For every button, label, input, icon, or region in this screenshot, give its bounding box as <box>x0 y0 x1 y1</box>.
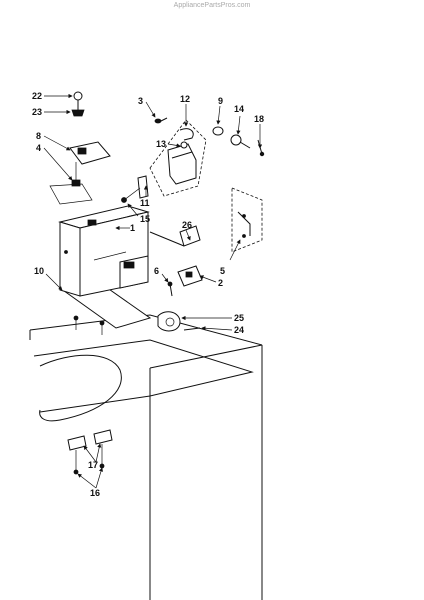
callout-6: 6 <box>154 266 159 276</box>
screw-3 <box>154 118 162 124</box>
screw-15 <box>121 197 127 203</box>
timer-motor <box>167 143 197 185</box>
callout-5: 5 <box>220 266 225 276</box>
bracket-screw <box>71 179 81 187</box>
bracket-11 <box>137 175 149 199</box>
callout-22: 22 <box>32 91 42 101</box>
callout-10: 10 <box>34 266 44 276</box>
foot-bracket <box>93 429 113 445</box>
foot-screw <box>73 469 79 475</box>
box-opening <box>87 219 97 226</box>
switch-bracket <box>69 141 111 165</box>
callout-24: 24 <box>234 325 244 335</box>
callout-26: 26 <box>182 220 192 230</box>
callout-14: 14 <box>234 104 244 114</box>
foot-screw <box>99 463 105 469</box>
callout-23: 23 <box>32 107 42 117</box>
pump-25 <box>157 311 181 332</box>
knob-part <box>73 91 83 101</box>
cabinet-top <box>29 314 263 600</box>
callout-8: 8 <box>36 131 41 141</box>
callout-16: 16 <box>90 488 100 498</box>
callout-17: 17 <box>88 460 98 470</box>
watermark-text: AppliancePartsPros.com <box>173 2 251 9</box>
screw-24 <box>183 327 201 331</box>
callout-25: 25 <box>234 313 244 323</box>
callout-13: 13 <box>156 139 166 149</box>
callout-2: 2 <box>218 278 223 288</box>
callout-15: 15 <box>140 214 150 224</box>
box-opening <box>123 261 135 269</box>
callout-3: 3 <box>138 96 143 106</box>
ring-9 <box>212 126 224 136</box>
timer-outline <box>149 119 207 197</box>
bracket-outline <box>231 187 263 253</box>
callout-12: 12 <box>180 94 190 104</box>
leader-lines <box>43 93 263 489</box>
timer-spring-12 <box>179 128 194 141</box>
control-box <box>58 205 150 297</box>
callout-18: 18 <box>254 114 264 124</box>
foot-bracket <box>67 435 87 451</box>
callout-4: 4 <box>36 143 41 153</box>
callout-11: 11 <box>140 198 150 208</box>
knob-14 <box>230 134 242 146</box>
knob-clip <box>71 109 85 117</box>
callout-1: 1 <box>130 223 135 233</box>
callout-9: 9 <box>218 96 223 106</box>
